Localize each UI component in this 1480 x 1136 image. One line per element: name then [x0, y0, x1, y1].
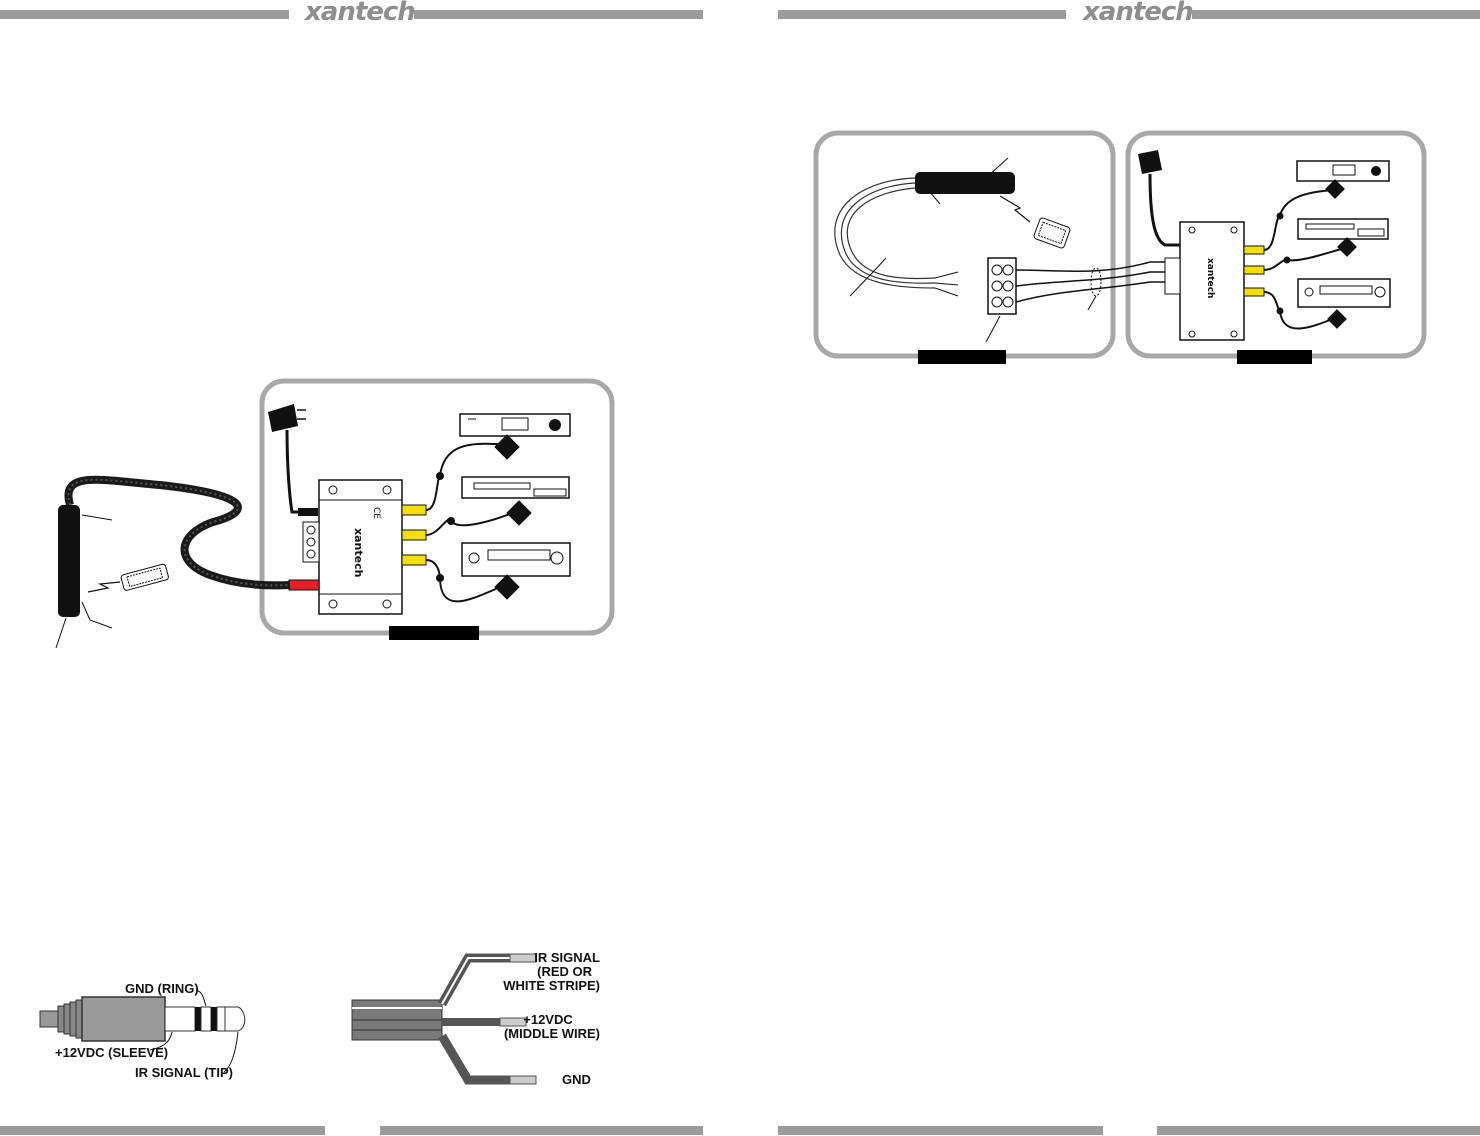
- tip-label: IR SIGNAL (TIP): [135, 1065, 233, 1080]
- footer-bar-right-b: [1157, 1126, 1480, 1135]
- remote-control-icon-2: [1033, 217, 1071, 249]
- component-dvd-player-icon: [461, 476, 570, 499]
- sleeve-label: +12VDC (SLEEVE): [55, 1045, 169, 1060]
- footer-bar-left-a: [0, 1126, 325, 1135]
- ir-signal-line2: (RED OR: [537, 964, 592, 979]
- ir-receiver-icon-2: [915, 172, 1015, 194]
- ir-signal-wire-label: IR SIGNAL (RED OR WHITE STRIPE): [500, 951, 600, 993]
- power-adapter-icon: [268, 404, 318, 516]
- component-cable-box-icon: [459, 413, 571, 437]
- header-bar-right-a: [778, 10, 1066, 19]
- ribbon-cable-icon: [351, 953, 537, 1085]
- ir-signal-line3: WHITE STRIPE): [503, 978, 600, 993]
- emitter-icons-2: [1325, 179, 1357, 329]
- xantech-logo-right: xantech: [1083, 0, 1194, 27]
- component-cable-box-icon-2: [1296, 160, 1390, 182]
- v12-line1: +12VDC: [523, 1012, 573, 1027]
- xantech-logo-left: xantech: [305, 0, 416, 27]
- gnd-wire-label: GND: [562, 1072, 591, 1087]
- svg-text:CE: CE: [371, 507, 381, 519]
- header-bar-right-b: [1192, 10, 1480, 19]
- ir-beam-icon-2: [999, 195, 1031, 223]
- header-bar-left-a: [0, 10, 289, 19]
- v12-line2: (MIDDLE WIRE): [503, 1026, 600, 1041]
- room-caption-bar-left: [918, 350, 1006, 364]
- v12-wire-label: +12VDC (MIDDLE WIRE): [496, 1013, 600, 1041]
- remote-control-icon: [120, 563, 169, 591]
- header-bar-left-b: [414, 10, 703, 19]
- footer-bar-right-a: [778, 1126, 1103, 1135]
- ir-receiver-icon: [58, 505, 80, 617]
- gnd-ring-label: GND (RING): [125, 981, 199, 996]
- footer-bar-left-b: [380, 1126, 703, 1135]
- connecting-block-icon: CE xantech: [302, 479, 403, 615]
- component-dvd-player-icon-2: [1297, 218, 1389, 240]
- emitter-icons: [494, 434, 532, 600]
- component-receiver-icon: [461, 542, 571, 577]
- ir-signal-line1: IR SIGNAL: [534, 950, 600, 965]
- panel-caption-bar: [389, 626, 479, 640]
- room-caption-bar-right: [1237, 350, 1312, 364]
- svg-text:xantech: xantech: [352, 528, 365, 577]
- component-receiver-icon-2: [1297, 278, 1391, 308]
- connecting-block-icon-2: xantech: [1138, 150, 1265, 341]
- ir-beam-icon: [87, 581, 121, 593]
- svg-text:xantech: xantech: [1205, 258, 1215, 298]
